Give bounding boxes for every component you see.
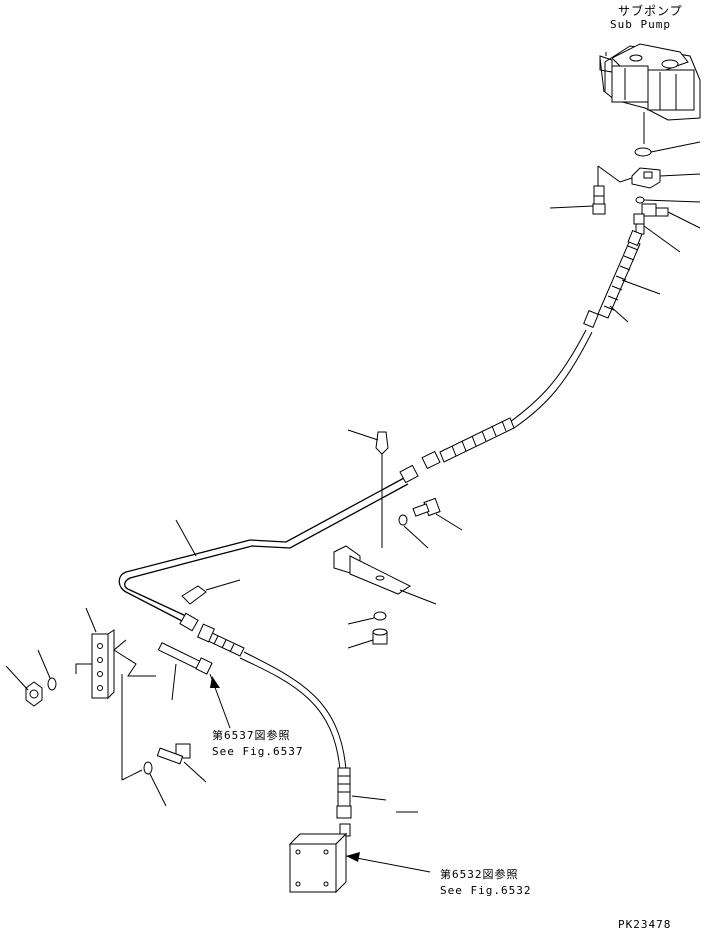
- flange-block-icon: [632, 168, 660, 188]
- nut-icon: [373, 629, 387, 644]
- sub-pump-label-en: Sub Pump: [610, 18, 671, 31]
- bolt-icon: [413, 498, 440, 516]
- hose-icon: [337, 768, 351, 818]
- hose-icon: [198, 624, 244, 656]
- clip-icon: [182, 586, 206, 604]
- ref-6532-label-jp: 第6532図参照: [440, 868, 519, 881]
- tube-icon: [119, 465, 418, 630]
- bracket-icon: [334, 546, 410, 594]
- hose-icon: [584, 231, 642, 328]
- hose-icon: [422, 418, 514, 468]
- valve-block-icon: [290, 834, 346, 892]
- connector-fitting-icon: [158, 643, 212, 674]
- elbow-fitting-icon: [642, 204, 668, 216]
- ref-6537-label-jp: 第6537図参照: [212, 729, 291, 742]
- o-ring-icon: [636, 197, 644, 203]
- sub-pump-label-jp: サブポンプ: [618, 4, 683, 18]
- bolt-icon: [593, 186, 605, 214]
- drawing-number: PK23478: [618, 918, 672, 931]
- nut-icon: [26, 682, 42, 706]
- bolt-icon: [157, 744, 190, 764]
- washer-icon: [48, 678, 56, 690]
- clip-icon: [376, 432, 388, 548]
- ref-6537-label-en: See Fig.6537: [212, 745, 304, 758]
- ref-6532-label-en: See Fig.6532: [440, 884, 532, 897]
- o-ring-icon: [635, 148, 651, 156]
- washer-icon: [399, 515, 407, 525]
- connector-fitting-icon: [634, 214, 644, 234]
- sub-pump-icon: [600, 44, 700, 144]
- bracket-icon: [92, 630, 114, 698]
- washer-icon: [374, 612, 386, 620]
- washer-icon: [144, 762, 152, 774]
